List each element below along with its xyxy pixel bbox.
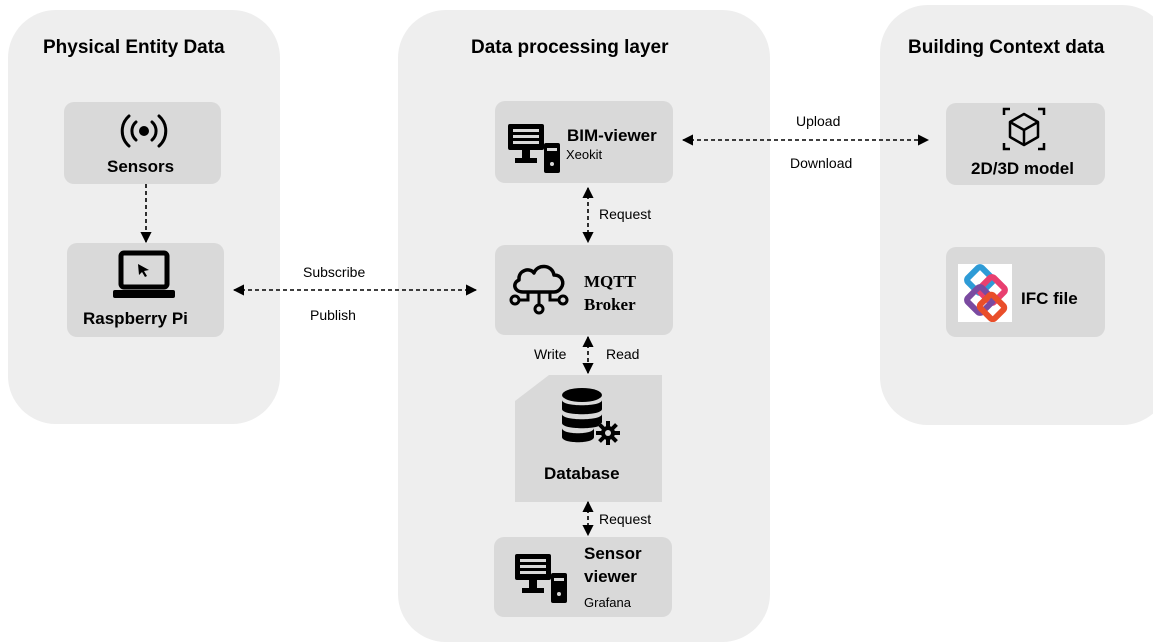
sensors-label: Sensors (107, 157, 175, 176)
upload-label: Upload (796, 113, 841, 129)
download-label: Download (790, 155, 853, 171)
model-label: 2D/3D model (971, 159, 1074, 178)
raspberry-pi-label: Raspberry Pi (83, 309, 188, 328)
subscribe-label: Subscribe (303, 264, 366, 280)
request-top-label: Request (599, 206, 652, 222)
ifc-logo-icon (958, 264, 1012, 322)
database-label: Database (544, 464, 620, 483)
sensors-box (64, 102, 221, 184)
cloud-network-icon (509, 264, 569, 315)
physical-entity-panel (8, 10, 280, 424)
cube-icon (1002, 107, 1046, 151)
workstation-icon (508, 124, 560, 173)
data-processing-title: Data processing layer (471, 37, 669, 58)
broker-label: Broker (584, 295, 636, 314)
physical-entity-title: Physical Entity Data (43, 37, 225, 58)
building-context-title: Building Context data (908, 37, 1105, 58)
broadcast-icon (120, 114, 168, 148)
read-label: Read (606, 346, 640, 362)
request-bottom-label: Request (599, 511, 652, 527)
viewer-label: viewer (584, 567, 637, 586)
ifc-file-label: IFC file (1021, 289, 1078, 308)
bim-viewer-sublabel: Xeokit (566, 147, 603, 162)
bim-viewer-label: BIM-viewer (567, 126, 657, 145)
mqtt-broker-box (495, 245, 673, 335)
workstation-icon (515, 554, 567, 603)
publish-label: Publish (310, 307, 356, 323)
building-context-panel (880, 5, 1153, 425)
sensor-label: Sensor (584, 544, 642, 563)
laptop-icon (113, 250, 175, 298)
sensor-viewer-sublabel: Grafana (584, 595, 631, 610)
mqtt-label: MQTT (584, 272, 636, 291)
database-gear-icon (562, 388, 620, 445)
write-label: Write (534, 346, 567, 362)
